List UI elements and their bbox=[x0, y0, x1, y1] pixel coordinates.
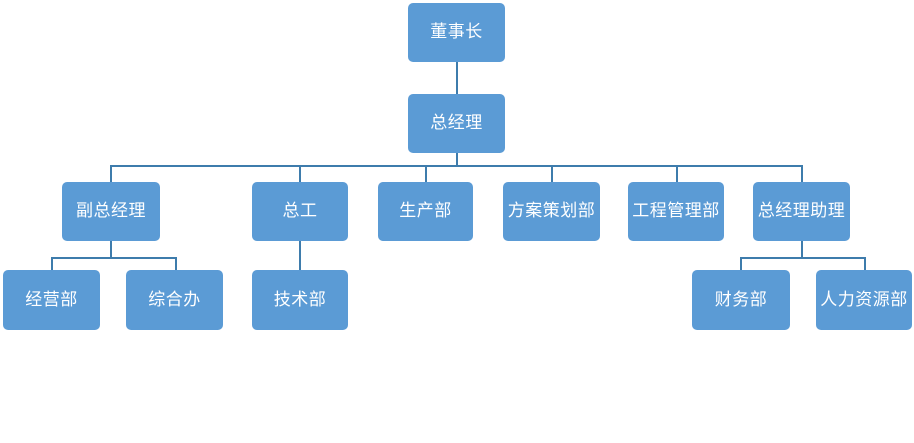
node-label-finance-dept: 财务部 bbox=[714, 289, 768, 310]
connector-chief-engineer-to-tech bbox=[299, 241, 301, 270]
node-deputy-gm[interactable]: 副总经理 bbox=[62, 182, 160, 241]
connector-deputy-gm-down-stem bbox=[110, 241, 112, 257]
connector-bus-to-operations bbox=[51, 257, 53, 270]
node-label-deputy-gm: 副总经理 bbox=[76, 201, 146, 221]
connector-bus-to-chief-engineer bbox=[299, 165, 301, 182]
node-hr-dept[interactable]: 人力资源部 bbox=[816, 270, 912, 330]
node-label-hr-dept: 人力资源部 bbox=[820, 289, 908, 310]
connector-level2-bus bbox=[110, 165, 802, 167]
node-label-engineering-mgmt-dept: 工程管理部 bbox=[632, 201, 720, 221]
node-label-gm-assistant: 总经理助理 bbox=[757, 201, 846, 221]
node-label-chairman: 董事长 bbox=[430, 22, 483, 42]
connector-deputy-gm-bus bbox=[51, 257, 175, 259]
node-label-production-dept: 生产部 bbox=[399, 201, 452, 221]
node-label-general-manager: 总经理 bbox=[430, 113, 483, 133]
connector-gm-down-stem bbox=[456, 153, 458, 166]
connector-bus-to-deputy-gm bbox=[110, 165, 112, 182]
connector-bus-to-production bbox=[425, 165, 427, 182]
connector-bus-to-planning bbox=[551, 165, 553, 182]
node-operations-dept[interactable]: 经营部 bbox=[3, 270, 100, 330]
node-label-operations-dept: 经营部 bbox=[25, 289, 78, 310]
node-planning-dept[interactable]: 方案策划部 bbox=[503, 182, 600, 241]
connector-chairman-to-gm-stem bbox=[456, 62, 458, 94]
node-finance-dept[interactable]: 财务部 bbox=[692, 270, 790, 330]
node-general-office[interactable]: 综合办 bbox=[126, 270, 223, 330]
node-general-manager[interactable]: 总经理 bbox=[408, 94, 505, 153]
node-chairman[interactable]: 董事长 bbox=[408, 3, 505, 62]
node-label-chief-engineer: 总工 bbox=[282, 201, 318, 221]
connector-gm-assistant-bus bbox=[740, 257, 865, 259]
connector-gm-assistant-down-stem bbox=[801, 241, 803, 257]
node-label-general-office: 综合办 bbox=[148, 289, 201, 310]
node-engineering-mgmt-dept[interactable]: 工程管理部 bbox=[628, 182, 724, 241]
connector-bus-to-engineering-mgmt bbox=[676, 165, 678, 182]
node-label-planning-dept: 方案策划部 bbox=[507, 201, 596, 221]
connector-bus-to-hr bbox=[864, 257, 866, 270]
node-chief-engineer[interactable]: 总工 bbox=[252, 182, 348, 241]
connector-bus-to-finance bbox=[740, 257, 742, 270]
node-technology-dept[interactable]: 技术部 bbox=[252, 270, 348, 330]
connector-bus-to-gm-assistant bbox=[801, 165, 803, 182]
node-label-technology-dept: 技术部 bbox=[273, 289, 327, 310]
node-gm-assistant[interactable]: 总经理助理 bbox=[753, 182, 850, 241]
node-production-dept[interactable]: 生产部 bbox=[378, 182, 473, 241]
connector-bus-to-general-office bbox=[175, 257, 177, 270]
